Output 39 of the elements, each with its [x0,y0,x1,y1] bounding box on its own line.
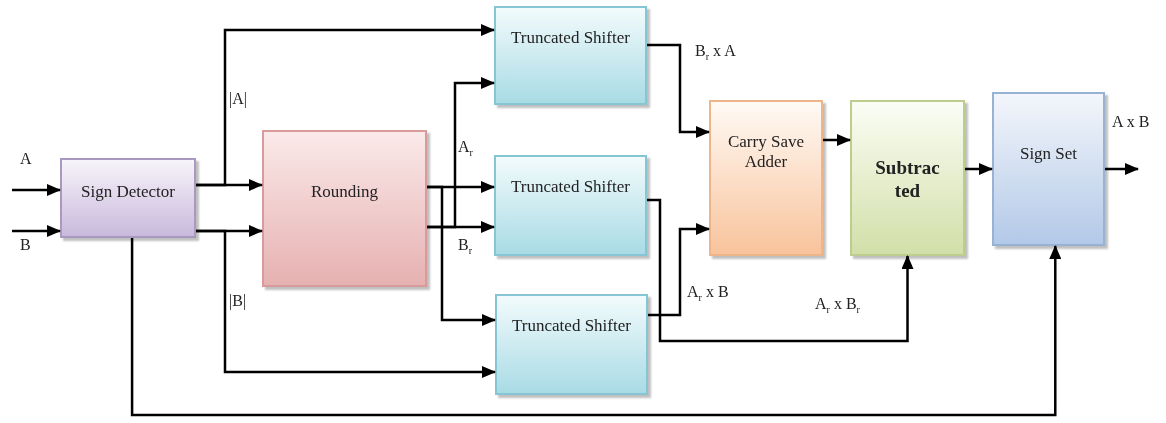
signal-label: A$_{r}$ [458,138,473,159]
signal-label: |A| [229,90,247,108]
arrow [427,185,496,326]
arrow [1105,163,1139,175]
block-label: Subtrac ted [874,157,941,203]
arrow [196,229,496,378]
signal-label: A [20,150,32,168]
shifter-block [494,155,647,256]
signal-label: |B| [229,292,247,310]
signal-label: A$_{r}$ x B [687,283,729,304]
signal-label: B [20,236,31,254]
arrow [647,198,914,343]
block-label: Rounding [309,182,380,203]
arrow [965,163,993,175]
signal-label: B$_{r}$ x A [695,42,736,63]
block-label: Carry Save Adder [727,132,805,173]
arrow [12,225,61,237]
arrow [823,134,851,146]
signal-label: B$_{r}$ [458,236,472,257]
sign-detector-block [60,158,196,238]
arrow [427,77,495,229]
block-label: Truncated Shifter [510,28,631,49]
arrow [130,238,1062,417]
shifter-block [495,294,648,395]
arrow [196,24,495,187]
block-label: Sign Set [1018,144,1079,165]
signal-label: A$_{r}$ x B$_{r}$ [815,295,860,316]
arrow [647,43,710,138]
edge-label: A x B [1112,113,1150,131]
arrow [648,223,710,317]
subtractor-block [850,100,965,256]
block-label: Truncated Shifter [510,177,631,198]
sign-set-block [992,92,1105,246]
adder-block [709,100,823,256]
arrow [12,184,61,196]
block-label: Sign Detector [80,182,176,203]
rounding-block [262,130,427,287]
block-label: Truncated Shifter [511,316,632,337]
shifter-block [494,6,647,105]
